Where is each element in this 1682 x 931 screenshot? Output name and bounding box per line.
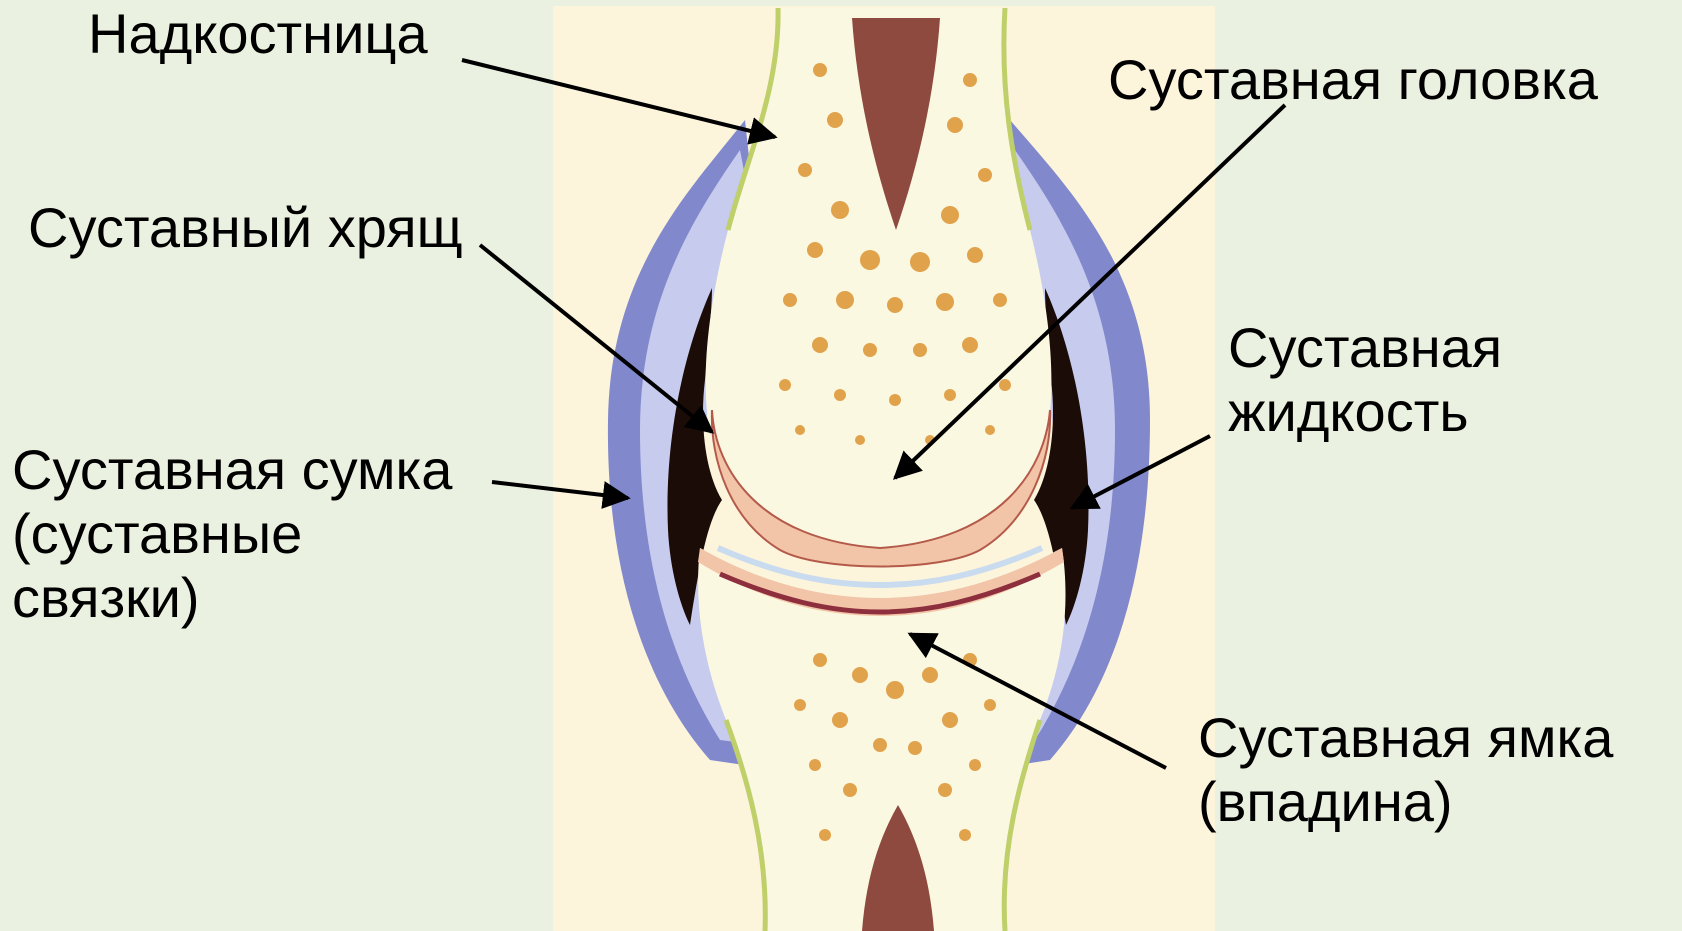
label-articular-cartilage: Суставный хрящ [28,196,463,260]
label-articular-socket-line2: (впадина) [1198,770,1613,834]
label-joint-capsule: Суставная сумка (суставные связки) [12,438,452,630]
label-articular-head: Суставная головка [1108,48,1598,112]
label-synovial-fluid-line1: Суставная [1228,316,1502,380]
label-articular-head-text: Суставная головка [1108,48,1598,112]
label-periosteum: Надкостница [88,2,428,66]
label-articular-cartilage-text: Суставный хрящ [28,196,463,260]
label-synovial-fluid: Суставная жидкость [1228,316,1502,444]
label-joint-capsule-line1: Суставная сумка [12,438,452,502]
label-joint-capsule-line2: (суставные [12,502,452,566]
label-synovial-fluid-line2: жидкость [1228,380,1502,444]
label-articular-socket: Суставная ямка (впадина) [1198,706,1613,834]
label-periosteum-text: Надкостница [88,2,428,66]
label-joint-capsule-line3: связки) [12,566,452,630]
label-articular-socket-line1: Суставная ямка [1198,706,1613,770]
